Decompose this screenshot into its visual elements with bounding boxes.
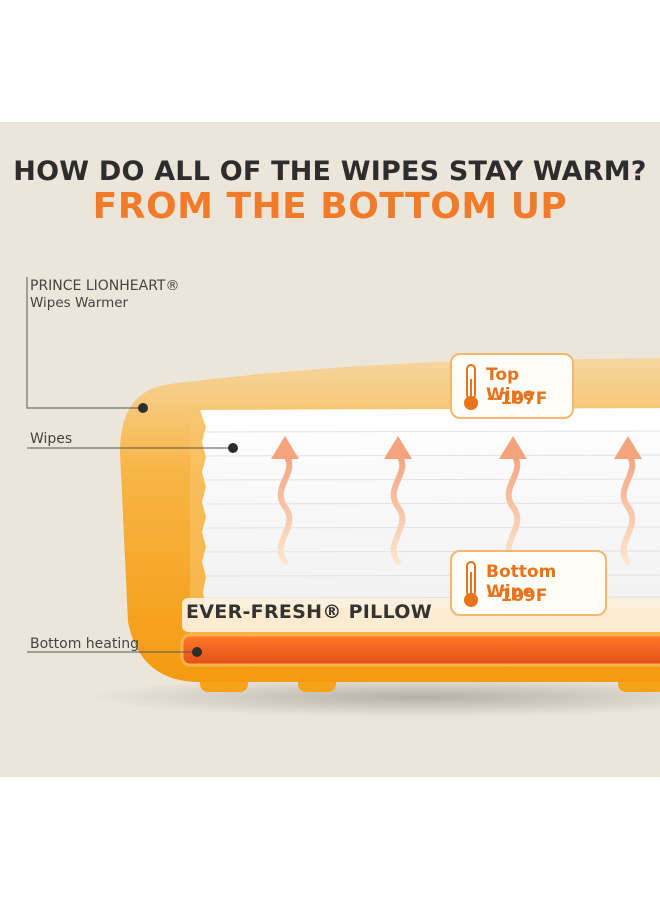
bottom-wipe-card: Bottom Wipe ~109F	[450, 550, 607, 616]
heating-callout: Bottom heating	[30, 636, 140, 652]
bottom-heater	[180, 633, 660, 667]
floor-shadow	[90, 677, 660, 717]
brand-name: PRINCE LIONHEART®	[30, 278, 180, 294]
thermometer-icon	[464, 561, 478, 607]
warmer-callout: PRINCE LIONHEART® Wipes Warmer	[30, 278, 179, 312]
top-wipe-label: Top Wipe	[486, 365, 535, 405]
thermometer-icon	[464, 364, 478, 410]
heat-arrow-icon	[499, 436, 527, 565]
product-name: Wipes Warmer	[30, 295, 129, 311]
bottom-wipe-label: Bottom Wipe	[486, 562, 557, 602]
top-wipe-temp: ~107F	[486, 389, 548, 409]
product-infographic: HOW DO ALL OF THE WIPES STAY WARM? FROM …	[0, 122, 660, 777]
heat-arrow-icon	[271, 436, 299, 565]
leader-line-warmer	[26, 277, 143, 409]
heat-arrow-icon	[614, 436, 642, 565]
top-wipe-card: Top Wipe ~107F	[450, 353, 574, 419]
headline: HOW DO ALL OF THE WIPES STAY WARM?	[13, 156, 647, 187]
leader-dot	[192, 647, 202, 657]
bottom-wipe-temp: ~109F	[486, 586, 548, 606]
pillow-label: EVER-FRESH® PILLOW	[186, 601, 433, 623]
subheadline: FROM THE BOTTOM UP	[92, 186, 568, 227]
wipes-callout: Wipes	[30, 431, 73, 447]
leader-dot	[138, 403, 148, 413]
heat-arrow-icon	[384, 436, 412, 565]
leader-dot	[228, 443, 238, 453]
